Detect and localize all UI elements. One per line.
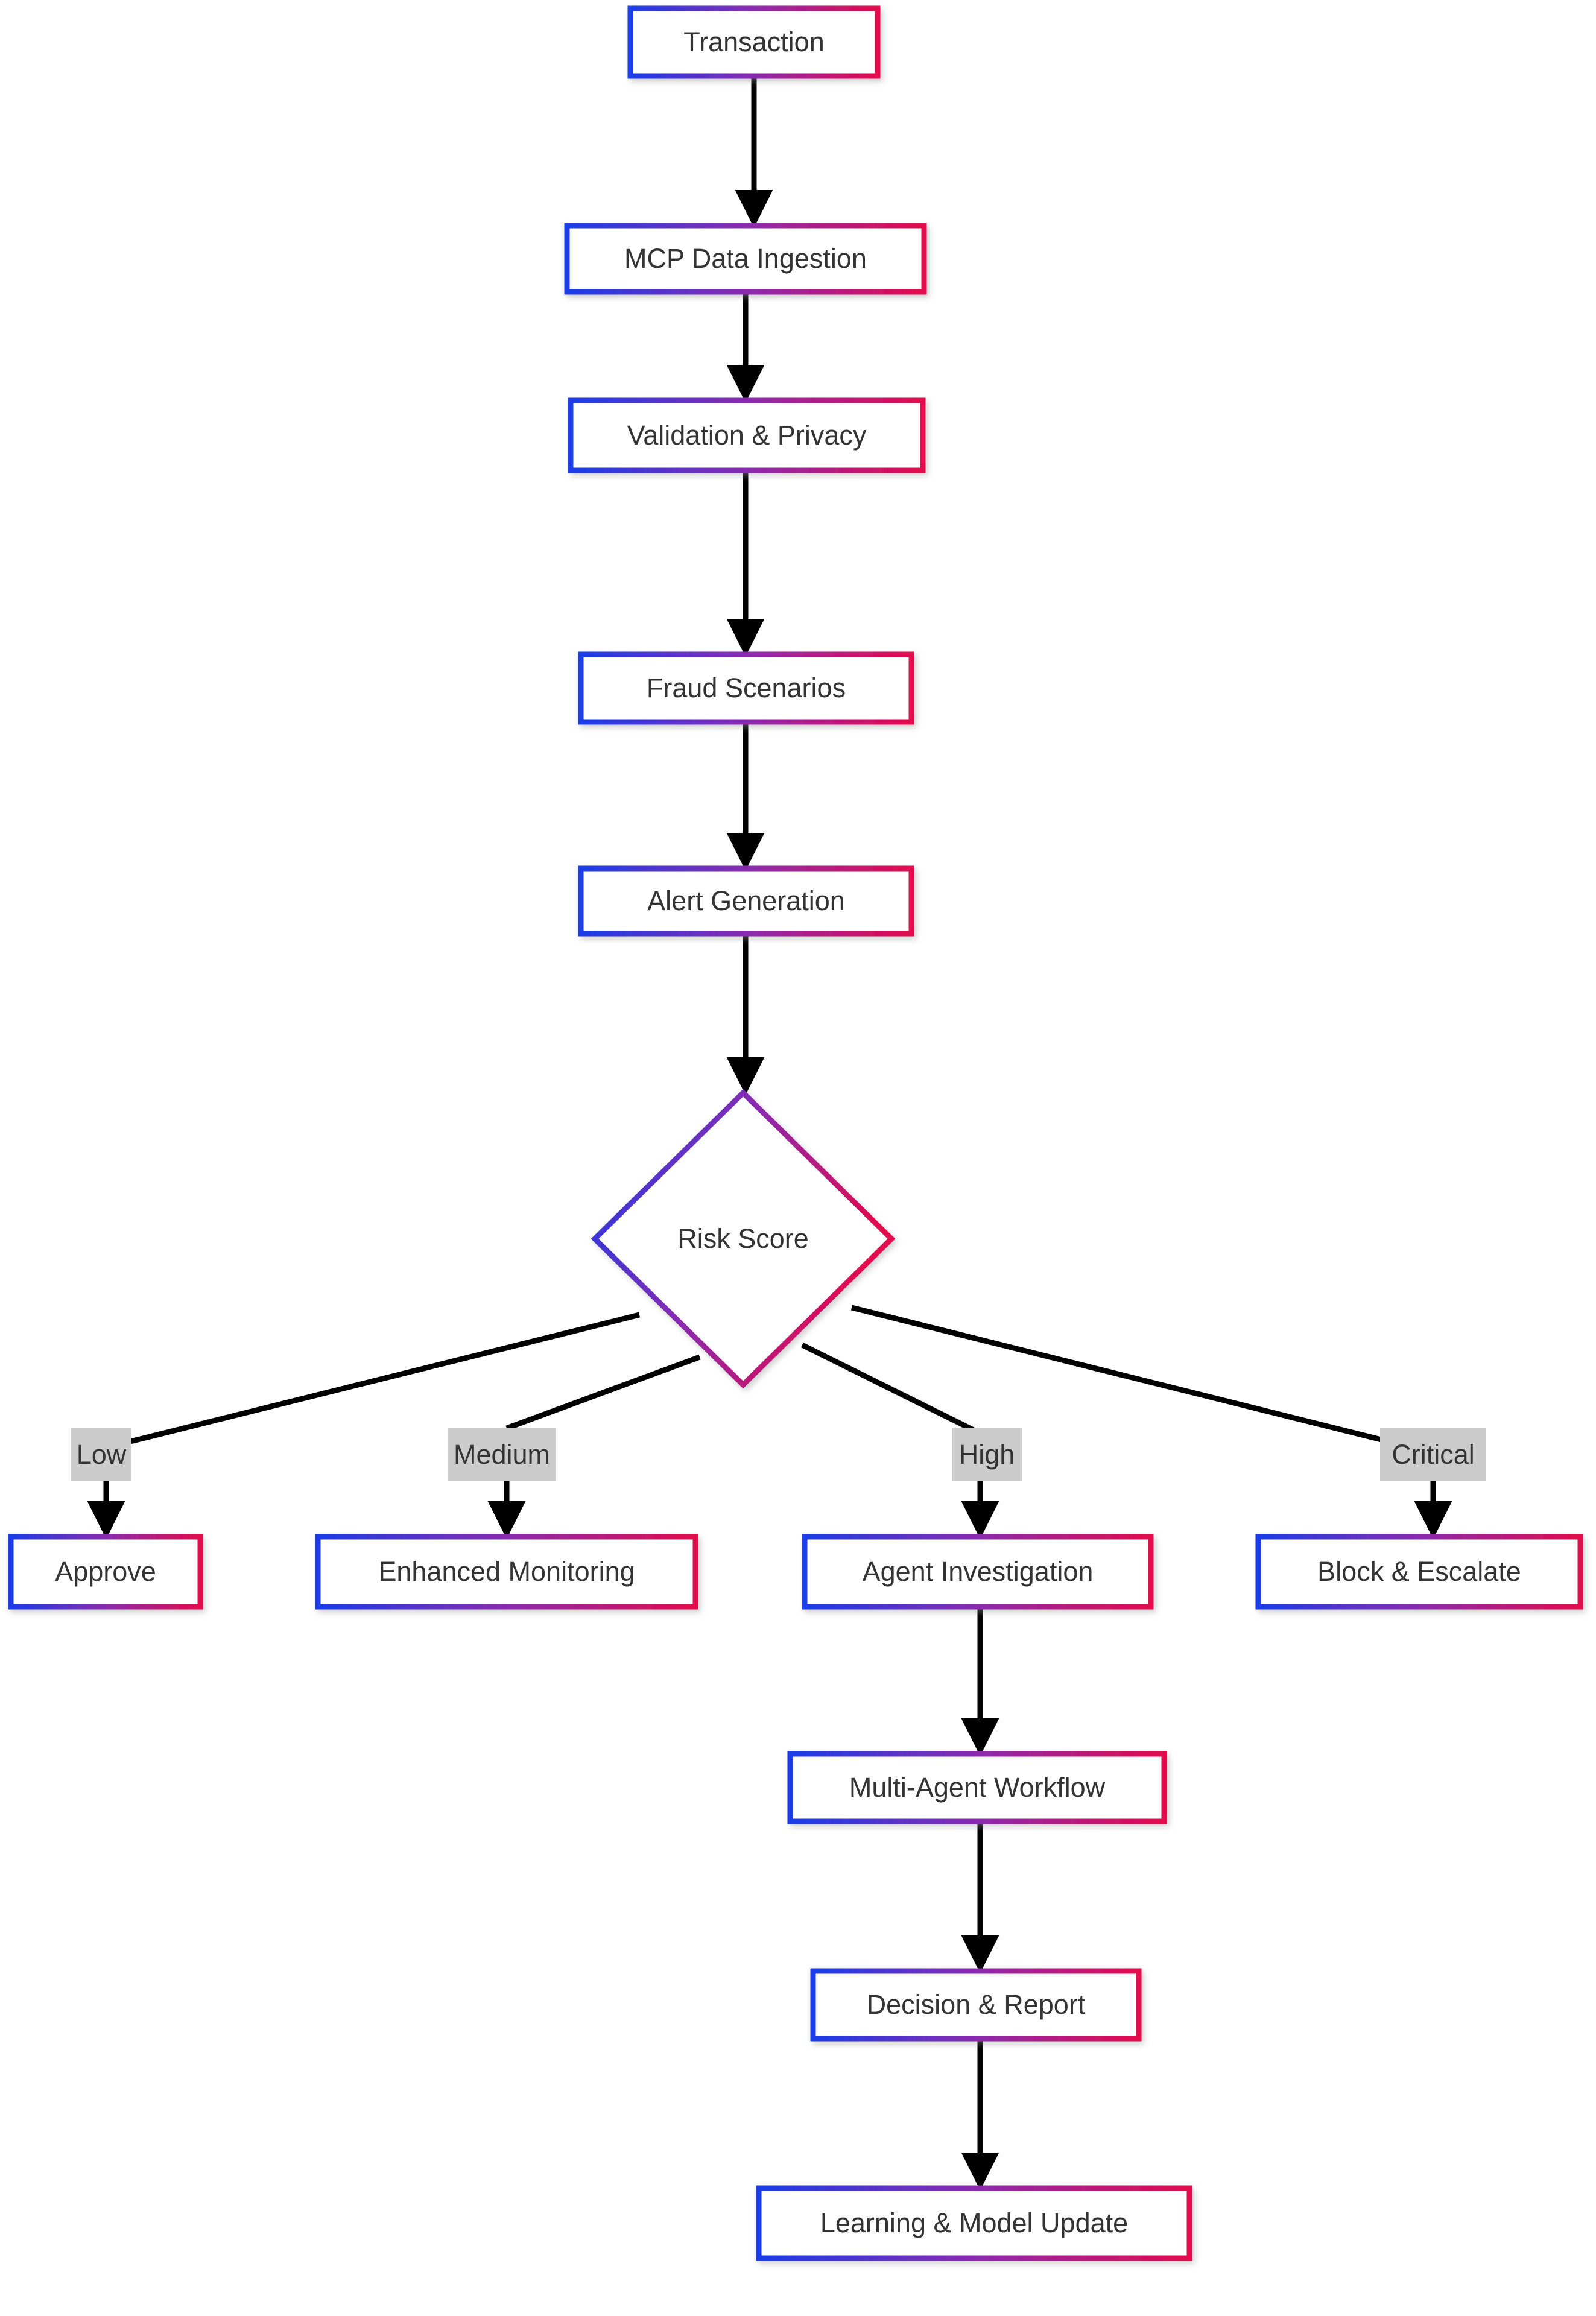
node-box-validation[interactable] (568, 397, 926, 473)
edge-label-high: High (952, 1428, 1022, 1481)
edge-risk-to-medium-leg (505, 1354, 701, 1431)
node-box-learning-update[interactable] (756, 2185, 1192, 2261)
node-diamond-risk-score[interactable] (591, 1089, 896, 1389)
node-box-agent-investigation[interactable] (802, 1534, 1154, 1610)
edge-risk-to-critical-leg (850, 1305, 1404, 1448)
node-box-enhanced-monitoring[interactable] (315, 1534, 698, 1610)
edge-label-critical: Critical (1380, 1428, 1486, 1481)
edge-group-vertical (726, 76, 999, 2191)
node-box-alert-generation[interactable] (578, 865, 914, 937)
node-box-block-escalate[interactable] (1255, 1534, 1583, 1610)
edge-group-branch-upper (105, 1305, 1404, 1451)
node-box-mcp-ingestion[interactable] (564, 223, 927, 295)
edge-risk-to-low-leg (105, 1312, 641, 1451)
node-box-approve[interactable] (8, 1534, 203, 1610)
edge-risk-to-high-leg (800, 1342, 977, 1434)
node-box-multi-agent-workflow[interactable] (787, 1751, 1167, 1824)
node-box-decision-report[interactable] (810, 1968, 1142, 2042)
edge-group-branch-lower (87, 1481, 1452, 1539)
edge-label-medium: Medium (448, 1428, 556, 1481)
node-shape-group (8, 5, 1583, 2261)
node-box-transaction[interactable] (627, 5, 881, 79)
node-box-fraud-scenarios[interactable] (578, 651, 914, 725)
edge-label-low: Low (71, 1428, 131, 1481)
